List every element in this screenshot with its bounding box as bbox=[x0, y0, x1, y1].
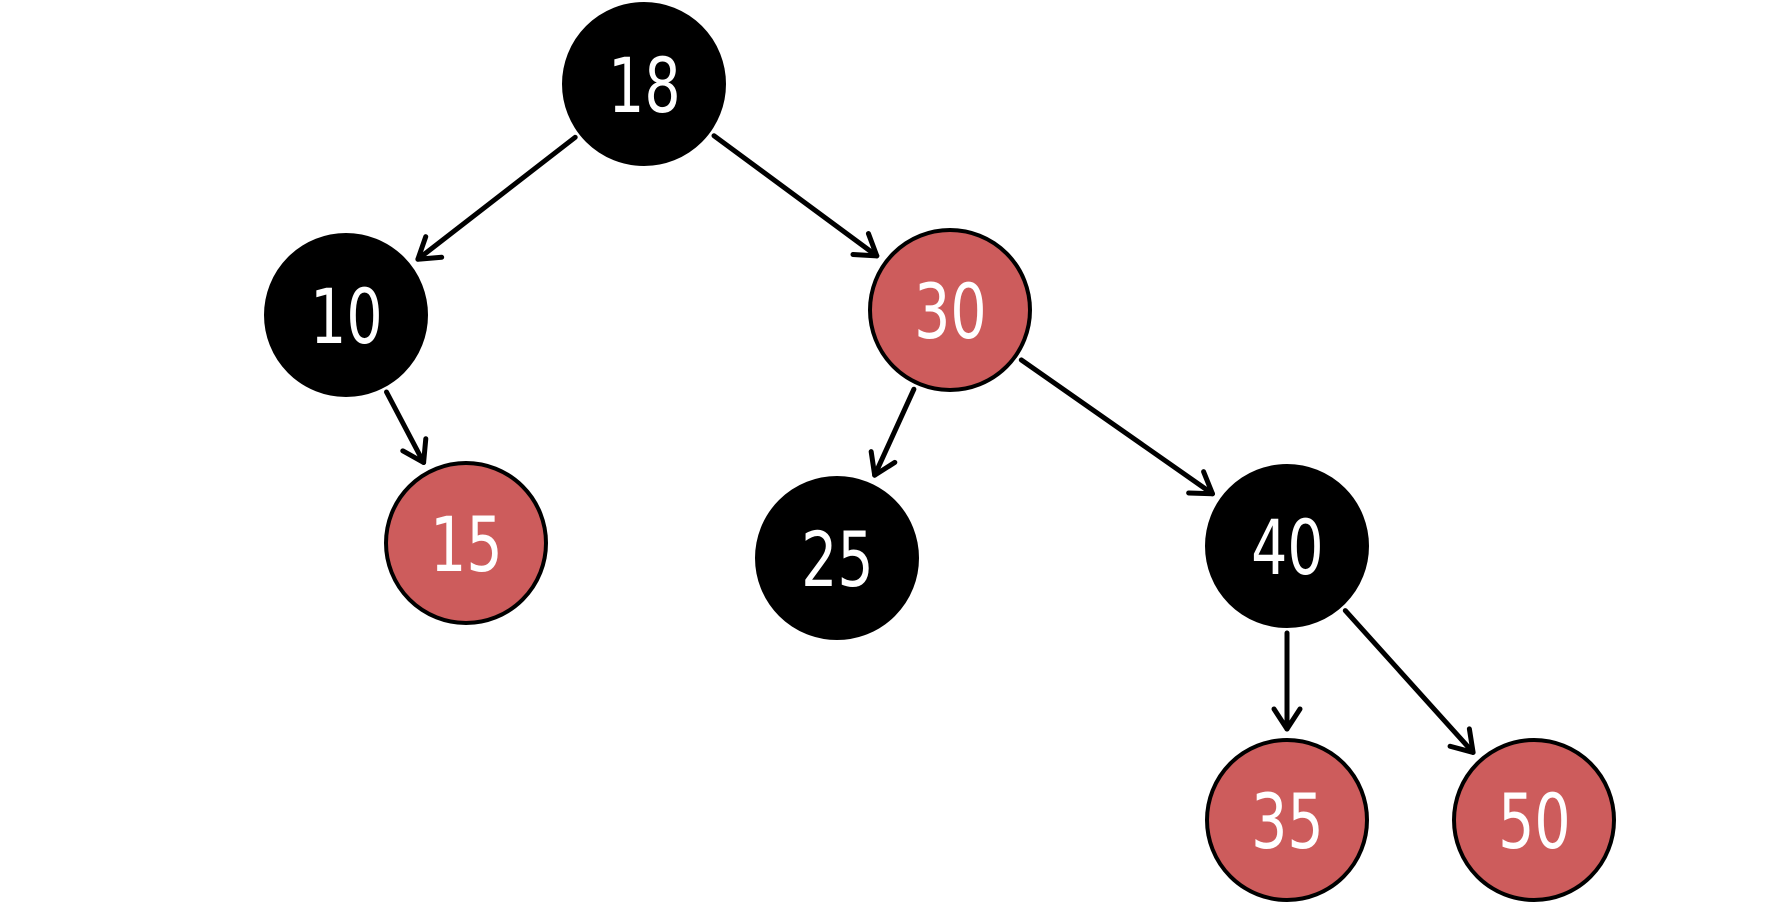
edge-30-25 bbox=[868, 386, 917, 478]
node-label-18: 18 bbox=[607, 41, 681, 130]
edge-10-15 bbox=[384, 389, 429, 465]
tree-node-25: 25 bbox=[755, 476, 919, 640]
node-label-10: 10 bbox=[309, 272, 383, 361]
tree-node-10: 10 bbox=[264, 233, 428, 397]
edge-30-40 bbox=[1018, 357, 1215, 497]
edge-18-30 bbox=[711, 133, 880, 259]
edge-40-50 bbox=[1342, 608, 1476, 755]
tree-node-18: 18 bbox=[562, 2, 726, 166]
tree-node-40: 40 bbox=[1205, 464, 1369, 628]
tree-node-15: 15 bbox=[384, 461, 548, 625]
node-label-50: 50 bbox=[1497, 777, 1571, 866]
node-label-30: 30 bbox=[913, 267, 987, 356]
node-label-35: 35 bbox=[1250, 777, 1324, 866]
node-label-25: 25 bbox=[800, 515, 874, 604]
node-label-15: 15 bbox=[429, 500, 503, 589]
tree-node-30: 30 bbox=[868, 228, 1032, 392]
tree-node-35: 35 bbox=[1205, 738, 1369, 902]
tree-node-50: 50 bbox=[1452, 738, 1616, 902]
edge-18-10 bbox=[415, 134, 578, 262]
node-label-40: 40 bbox=[1250, 503, 1324, 592]
